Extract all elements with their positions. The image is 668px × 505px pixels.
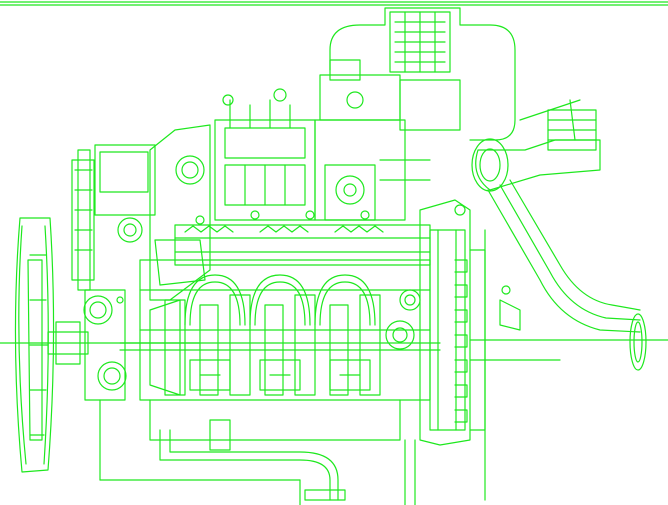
front-pulley-stack [72,145,155,290]
timing-cover [150,125,210,300]
exhaust-downpipe [488,180,646,370]
bolt-details [117,205,510,349]
crankshaft [120,295,440,395]
top-border-line [0,2,668,5]
flywheel-teeth [455,260,467,422]
cylinder-head-band [175,225,430,265]
main-bearing-arches [185,275,375,325]
valve-gear [315,60,430,220]
flywheel-housing [420,200,485,500]
air-filter-housing [330,8,515,140]
exhaust-elbow [472,110,600,191]
right-flange-lines [470,100,668,360]
oil-sump-pipe [100,400,415,505]
injection-pump [215,89,315,220]
fan-hub [0,290,200,400]
counterweights [190,360,370,390]
